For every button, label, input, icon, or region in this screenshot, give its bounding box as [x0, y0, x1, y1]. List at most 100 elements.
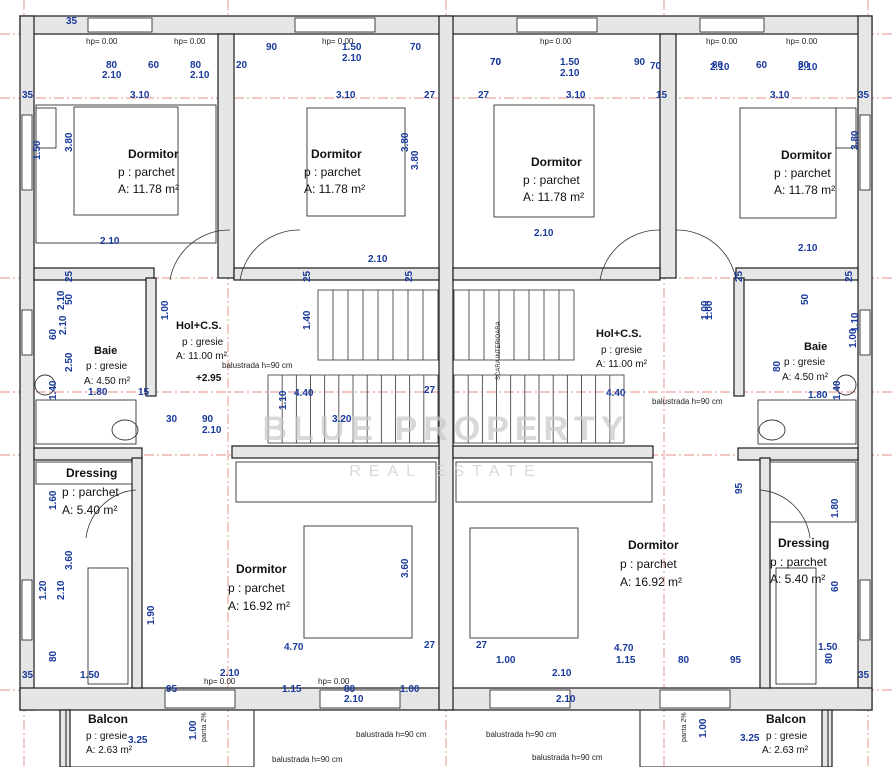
dimension-label: 60 — [148, 60, 160, 71]
balustrada-label: balustrada h=90 cm — [222, 361, 293, 370]
room-dressing-right: Dressing p : parchet A: 5.40 m² — [770, 536, 829, 586]
dimension-label: 1.00 — [160, 300, 171, 320]
dimension-label: 2.10 — [344, 694, 364, 705]
wall-partition — [33, 447, 143, 461]
dimension-label: 3.10 — [770, 90, 790, 101]
window — [859, 579, 871, 641]
wall-partition — [452, 267, 661, 281]
room-floor: p : gresie — [182, 337, 224, 348]
room-area: A: 16.92 m² — [620, 575, 682, 589]
window — [294, 17, 376, 33]
dimension-label: 15 — [138, 387, 150, 398]
balustrada-label: balustrada h=90 cm — [486, 730, 557, 739]
balustrada-label: balustrada h=90 cm — [272, 755, 343, 764]
nightstand — [835, 107, 857, 149]
annotations: balustrada h=90 cm balustrada h=90 cm ba… — [196, 321, 723, 764]
dimension-label: 1.40 — [48, 380, 59, 400]
room-area: A: 11.00 m² — [596, 359, 648, 370]
dimension-label: 80 — [344, 684, 356, 695]
dimension-label: 2.10 — [556, 694, 576, 705]
dimension-label: 50 — [800, 293, 811, 305]
dimension-label: 90 — [266, 42, 278, 53]
room-area: A: 11.78 m² — [774, 183, 835, 197]
room-area: A: 11.78 m² — [304, 182, 365, 196]
door-swing — [169, 229, 231, 281]
dimension-label: 35 — [858, 670, 870, 681]
dimension-label: 3.10 — [130, 90, 150, 101]
dimension-label: 2.10 — [100, 236, 120, 247]
bathtub — [35, 399, 137, 445]
bed — [303, 525, 413, 639]
door-swing — [759, 489, 811, 539]
dimension-label: 80 — [48, 650, 59, 662]
room-dormitor-tl: Dormitor p : parchet A: 11.78 m² — [118, 147, 179, 196]
room-name: Dormitor — [531, 155, 582, 169]
dimension-label: 1.80 — [88, 387, 108, 398]
room-floor: p : gresie — [784, 357, 826, 368]
wall-partition — [737, 447, 859, 461]
sill-height-label: hp= 0.00 — [322, 37, 354, 46]
dimension-label: 2.10 — [342, 53, 362, 64]
window — [319, 689, 401, 709]
dimension-label: 60 — [48, 328, 59, 340]
room-area: A: 11.78 m² — [523, 190, 584, 204]
dimension-label: 70 — [490, 57, 502, 68]
room-floor: p : parchet — [770, 555, 827, 569]
wardrobe — [769, 461, 857, 523]
dimension-label: 4.70 — [284, 642, 304, 653]
room-hol-right: Hol+C.S. p : gresie A: 11.00 m² — [596, 328, 648, 370]
dimension-label: 1.00 — [848, 328, 859, 348]
dimension-label: 1.50 — [80, 670, 100, 681]
dimension-label: 1.90 — [146, 605, 157, 625]
stair-label: SCARA INTERIOARA — [496, 321, 502, 380]
sill-height-label: hp= 0.00 — [706, 37, 738, 46]
dimension-label: 4.40 — [606, 388, 626, 399]
balustrada-label: balustrada h=90 cm — [652, 397, 723, 406]
window — [489, 689, 571, 709]
room-area: A: 16.92 m² — [228, 599, 290, 613]
dimension-label: 20 — [236, 60, 248, 71]
dimension-label: 2.10 — [710, 62, 730, 73]
dimension-label: 70 — [650, 61, 662, 72]
wall-partition — [759, 457, 771, 689]
dimension-label: 2.10 — [56, 290, 67, 310]
room-area: A: 4.50 m² — [782, 372, 829, 383]
room-dormitor-tml: Dormitor p : parchet A: 11.78 m² — [304, 147, 365, 196]
room-name: Balcon — [88, 712, 128, 726]
room-floor: p : gresie — [601, 345, 643, 356]
dimension-label: 1.80 — [808, 390, 828, 401]
room-baie-left: Baie p : gresie A: 4.50 m² — [84, 345, 131, 387]
wardrobe — [775, 567, 817, 685]
bed — [469, 527, 579, 639]
dimension-label: 95 — [734, 482, 745, 494]
room-floor: p : parchet — [62, 485, 119, 499]
toilet-icon — [111, 419, 139, 441]
wall-partition — [233, 267, 440, 281]
room-name: Dormitor — [128, 147, 179, 161]
dimension-label: 1.20 — [38, 580, 49, 600]
bathtub — [757, 399, 857, 445]
dimension-label: 3.10 — [566, 90, 586, 101]
watermark-sub: REAL ESTATE — [349, 463, 543, 480]
windows — [21, 17, 871, 709]
dimension-label: 2.10 — [102, 70, 122, 81]
room-name: Baie — [94, 345, 117, 357]
balustrada-label: balustrada h=90 cm — [532, 753, 603, 762]
sink-icon — [835, 374, 857, 396]
room-floor: p : gresie — [766, 731, 808, 742]
dimension-label: 80 — [678, 655, 690, 666]
window — [87, 17, 153, 33]
dimension-label: 70 — [490, 57, 502, 68]
wall-party — [438, 15, 454, 711]
balcony-outlines — [65, 709, 829, 767]
room-name: Dressing — [66, 466, 117, 480]
dimension-label: 80 — [824, 652, 835, 664]
window — [516, 17, 598, 33]
room-area: A: 5.40 m² — [770, 572, 825, 586]
room-name: Dormitor — [311, 147, 362, 161]
window — [21, 579, 33, 641]
dimension-label: 90 — [202, 414, 214, 425]
window — [859, 309, 871, 356]
room-area: A: 11.00 m² — [176, 351, 228, 362]
